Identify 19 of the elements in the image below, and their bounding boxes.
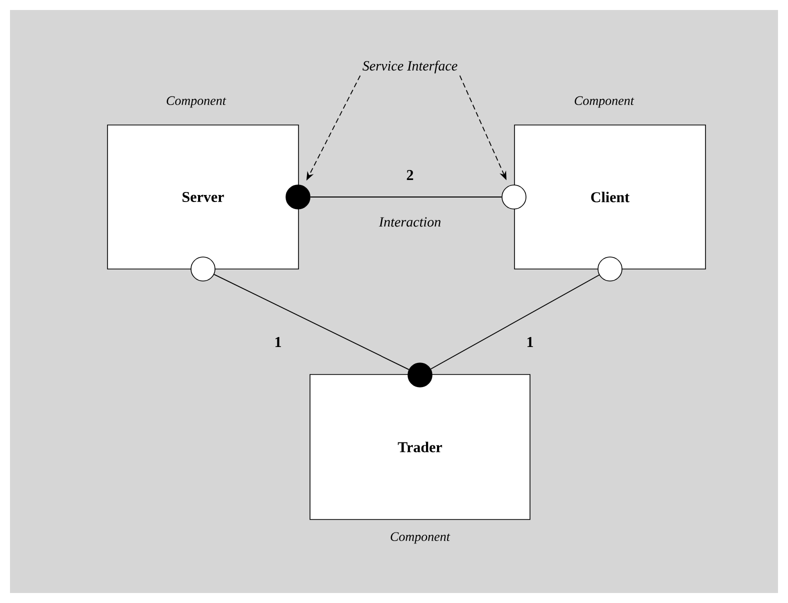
- component-caption: Component: [574, 96, 634, 108]
- open-port: [502, 184, 526, 210]
- annotation-text: Service Interface: [362, 60, 458, 74]
- connector-line: [430, 274, 600, 370]
- edge-label: 1: [524, 336, 536, 348]
- open-port: [190, 256, 216, 282]
- component-box: Server: [107, 124, 299, 270]
- filled-port: [408, 362, 432, 388]
- edge-label: 1: [272, 336, 284, 348]
- component-caption: Component: [166, 96, 226, 108]
- connector-caption: Interaction: [378, 217, 441, 227]
- connector-line: [310, 196, 502, 198]
- edge-label: 2: [404, 168, 416, 182]
- component-caption: Component: [390, 532, 450, 544]
- connector-line: [214, 274, 410, 370]
- component-box: Trader: [310, 374, 530, 520]
- component-box: Client: [514, 124, 706, 270]
- open-port: [598, 256, 622, 282]
- filled-port: [286, 184, 310, 210]
